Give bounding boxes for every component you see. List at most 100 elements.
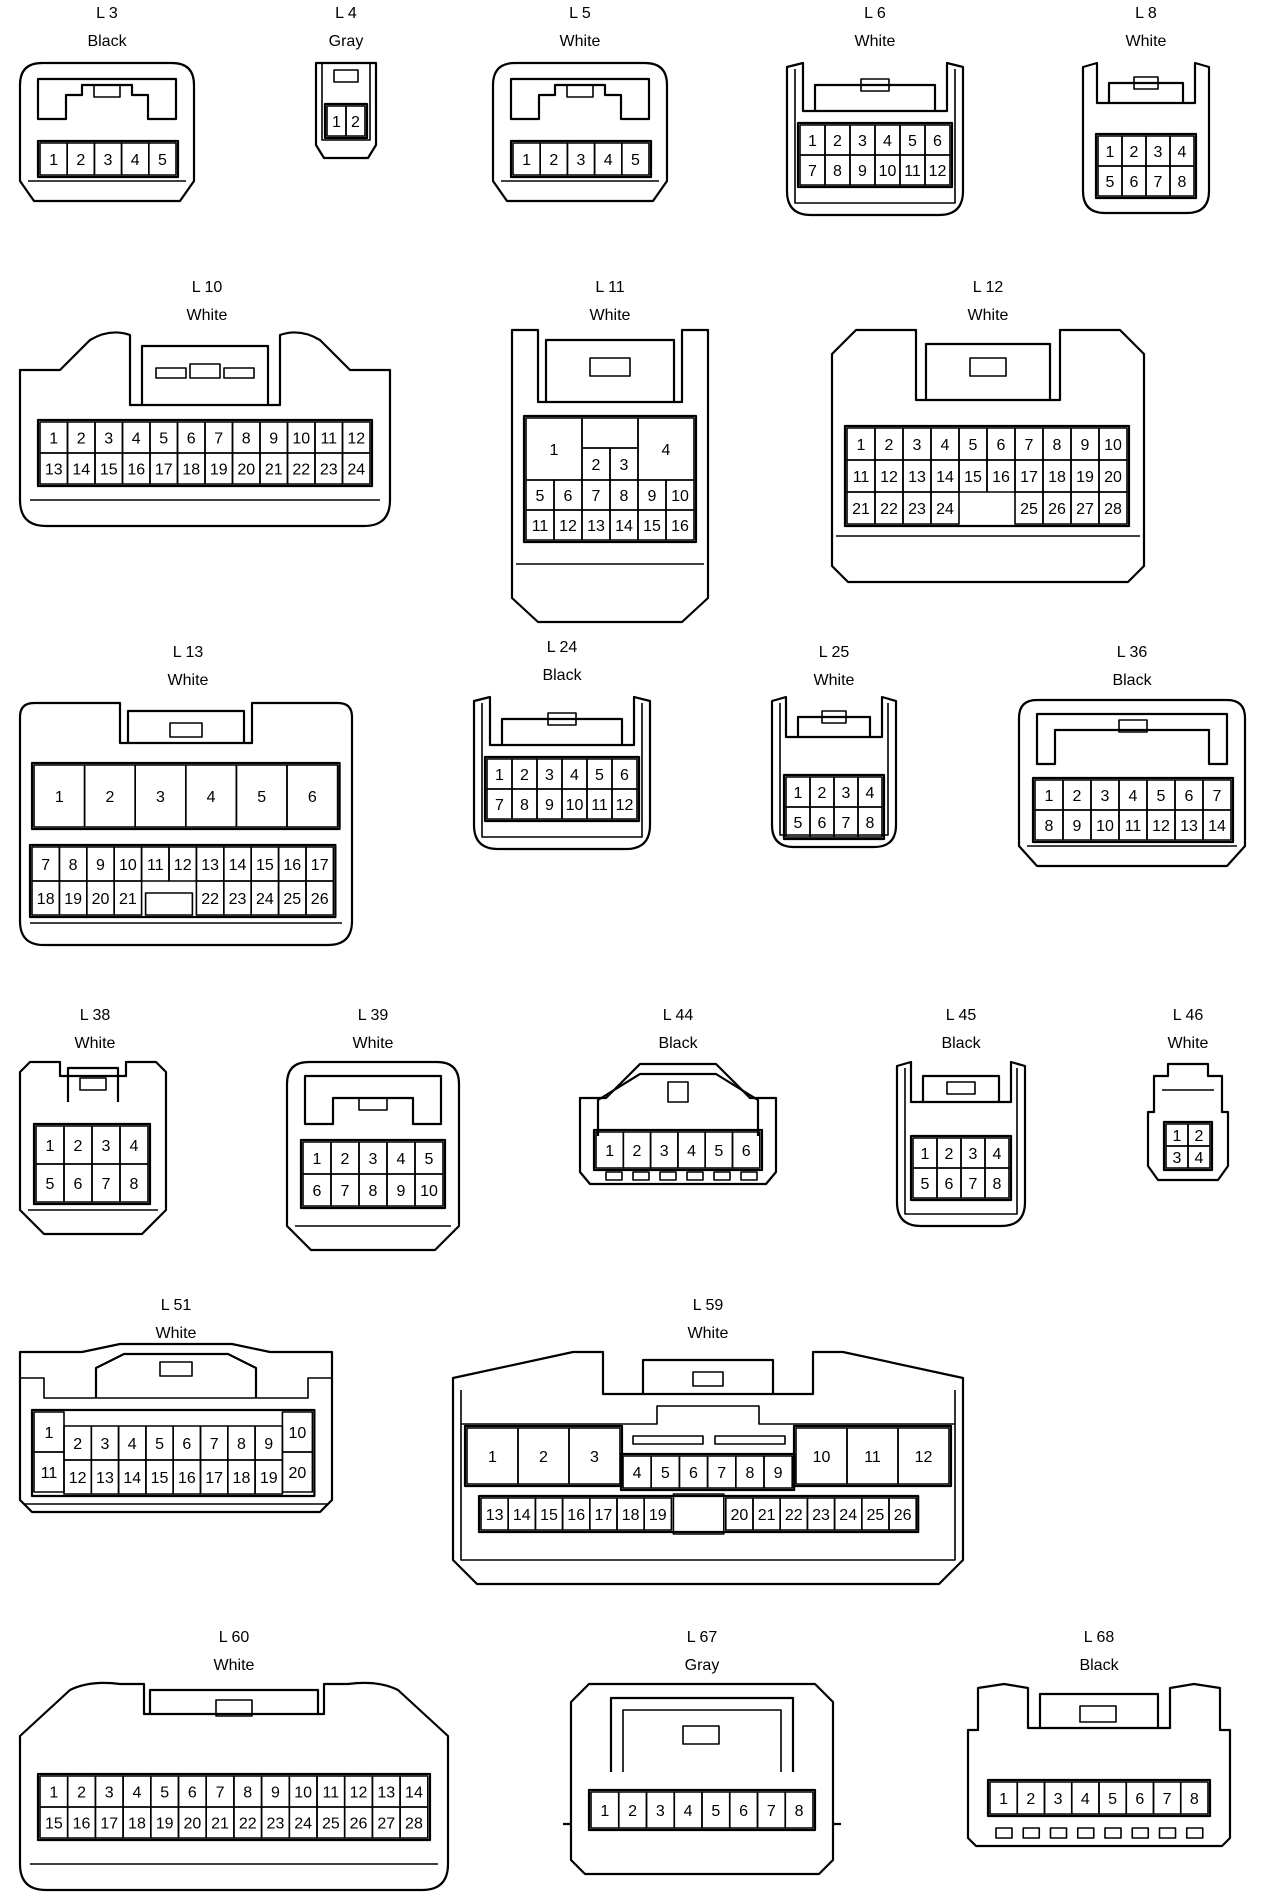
- pin-number: 3: [104, 152, 113, 169]
- pin-box: [281, 1451, 314, 1493]
- housing-outline: [314, 61, 378, 160]
- pin-number: 1: [49, 431, 58, 448]
- pin-number: 11: [1125, 818, 1142, 835]
- pin-number: 4: [883, 133, 892, 150]
- connector-code: L 36: [1117, 644, 1148, 661]
- pin-number: 4: [1081, 1791, 1090, 1808]
- pin-number: 7: [216, 1785, 225, 1802]
- pin-cell: 11: [846, 459, 876, 493]
- pin-cavity-frame: [1031, 776, 1235, 844]
- pin-number: 3: [660, 1143, 669, 1160]
- pin-number: 13: [96, 1470, 114, 1487]
- pin-box: [399, 1806, 429, 1839]
- pin-box: [643, 1497, 673, 1531]
- pin-cell: 24: [833, 1497, 863, 1531]
- pin-cell: 4: [185, 764, 238, 828]
- pin-number: 6: [74, 1176, 83, 1193]
- pin-cavity-frame: [986, 1778, 1212, 1818]
- pin-cell: 10: [1098, 427, 1128, 461]
- pin-number: 3: [1173, 1150, 1182, 1167]
- pin-number: 11: [853, 469, 870, 486]
- connector-code: L 12: [973, 279, 1004, 296]
- lock-tab: [79, 1077, 107, 1091]
- pin-number: 21: [211, 1816, 229, 1833]
- pin-number: 26: [311, 891, 329, 908]
- pin-cell: 3: [536, 758, 563, 790]
- lock-tab: [547, 712, 577, 726]
- pin-cell: 3: [649, 1131, 679, 1169]
- pin-number: 10: [671, 488, 689, 505]
- terminal-tab: [632, 1171, 650, 1181]
- pin-box: [924, 154, 951, 186]
- pin-number: 5: [159, 431, 168, 448]
- pin-number: 13: [45, 462, 63, 479]
- pin-cell: 1: [595, 1131, 625, 1169]
- connector-code: L 60: [219, 1629, 250, 1646]
- pin-number: 6: [1130, 174, 1139, 191]
- pin-cell: 3: [609, 447, 639, 481]
- connector-color: White: [75, 1035, 116, 1052]
- pin-cell: 4: [984, 1137, 1010, 1169]
- terminal-tab: [1185, 1827, 1204, 1839]
- pin-cell: 26: [888, 1497, 918, 1531]
- lock-latch: [813, 83, 937, 111]
- pin-cell: 7: [960, 1167, 986, 1199]
- pin-cell: 9: [254, 1425, 284, 1461]
- pin-cell: 22: [233, 1806, 263, 1839]
- pin-cell: 2: [936, 1137, 962, 1169]
- pin-cell: 22: [195, 880, 225, 916]
- pin-number: 4: [866, 785, 875, 802]
- pin-number: 13: [908, 469, 926, 486]
- connector-code: L 39: [358, 1007, 389, 1024]
- pin-number: 14: [936, 469, 954, 486]
- pin-number: 12: [350, 1785, 368, 1802]
- pin-cell: 6: [1125, 1781, 1155, 1815]
- pin-box: [888, 1497, 918, 1531]
- pin-number: 4: [132, 431, 141, 448]
- pin-box: [1187, 1145, 1211, 1169]
- pin-number: 1: [495, 767, 504, 784]
- center-key: [144, 892, 194, 916]
- pin-cell: 14: [66, 452, 96, 485]
- pin-cell: 4: [121, 421, 151, 454]
- pin-cell: 4: [593, 142, 623, 176]
- connector-color: White: [968, 307, 1009, 324]
- pin-cell: 19: [204, 452, 234, 485]
- pin-number: 4: [687, 1143, 696, 1160]
- pin-cell: 12: [553, 509, 583, 541]
- pin-number: 6: [742, 1143, 751, 1160]
- terminal-tab: [686, 1171, 704, 1181]
- pin-number: 6: [620, 767, 629, 784]
- pin-number: 1: [45, 1425, 54, 1442]
- pin-number: 6: [1135, 1791, 1144, 1808]
- pin-cell: 14: [223, 846, 253, 882]
- lock-latch: [1107, 81, 1185, 103]
- pin-cavity-frame: [30, 1408, 316, 1498]
- pin-cell: 15: [637, 509, 667, 541]
- pin-cell: 11: [1118, 809, 1148, 841]
- pin-cell: 11: [846, 1427, 899, 1485]
- connector-color: White: [156, 1325, 197, 1342]
- housing-outline: [18, 1342, 334, 1514]
- connector-code: L 3: [96, 5, 118, 22]
- lock-latch: [303, 1074, 443, 1126]
- pin-number: 7: [1163, 1791, 1172, 1808]
- pin-number: 24: [294, 1816, 312, 1833]
- pin-cell: 5: [525, 479, 555, 511]
- pin-number: 2: [105, 789, 114, 806]
- pin-cell: 21: [205, 1806, 235, 1839]
- pin-number: 7: [767, 1803, 776, 1820]
- pin-number: 6: [933, 133, 942, 150]
- pin-cell: 4: [1118, 779, 1148, 811]
- pin-cell: 2: [1121, 135, 1147, 167]
- housing-outline: [578, 1062, 778, 1186]
- lock-tab: [667, 1081, 689, 1103]
- terminal-tab: [1131, 1827, 1150, 1839]
- pin-cell: 17: [94, 1806, 124, 1839]
- pin-number: 3: [1054, 1791, 1063, 1808]
- connector-color: Black: [1079, 1657, 1119, 1674]
- pin-cell: 1: [35, 1125, 65, 1165]
